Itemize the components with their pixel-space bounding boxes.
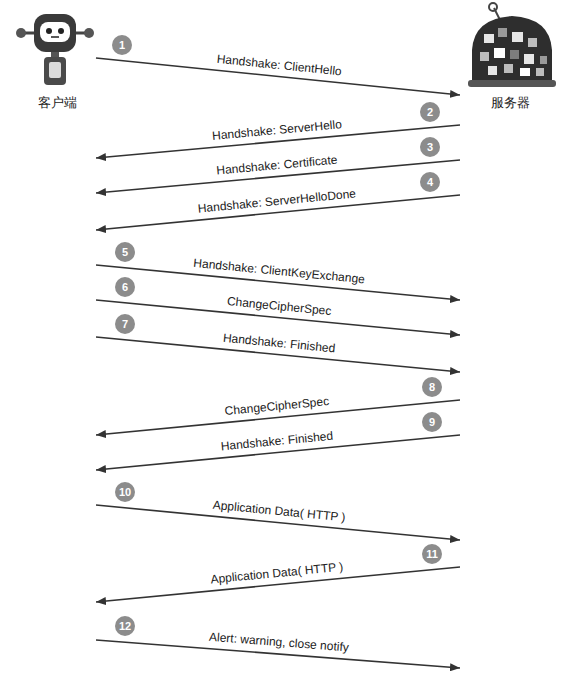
callout-number: 6 — [115, 277, 135, 297]
actor-node: 服务器 — [460, 8, 560, 114]
client-robot-icon — [16, 14, 94, 85]
callout-number: 5 — [115, 242, 135, 262]
message-label: Handshake: ServerHello — [209, 116, 346, 142]
callout-number: 2 — [420, 102, 440, 122]
message-label: Handshake: Certificate — [213, 152, 341, 177]
message-label: Handshake: ServerHelloDone — [194, 186, 359, 216]
callout-number: 7 — [115, 314, 135, 334]
callout-number: 12 — [115, 616, 135, 636]
message-label: Application Data( HTTP ) — [209, 497, 349, 524]
message-label: Handshake: Finished — [219, 330, 339, 355]
callout-number: 3 — [420, 137, 440, 157]
callout-number: 9 — [422, 412, 442, 432]
callout-number: 10 — [115, 482, 135, 502]
callout-number: 8 — [422, 377, 442, 397]
server-machine-icon — [468, 3, 556, 87]
message-label: Application Data( HTTP ) — [207, 559, 347, 586]
callout-number: 4 — [420, 172, 440, 192]
actor-label: 客户端 — [38, 94, 77, 112]
callout-number: 11 — [422, 544, 442, 564]
actor-node: 客户端 — [18, 8, 96, 114]
actor-label: 服务器 — [491, 94, 530, 112]
callout-number: 1 — [112, 35, 132, 55]
message-label: Handshake: Finished — [217, 428, 337, 453]
message-label: Handshake: ClientKeyExchange — [190, 255, 369, 286]
message-label: Handshake: ClientHello — [213, 51, 345, 78]
